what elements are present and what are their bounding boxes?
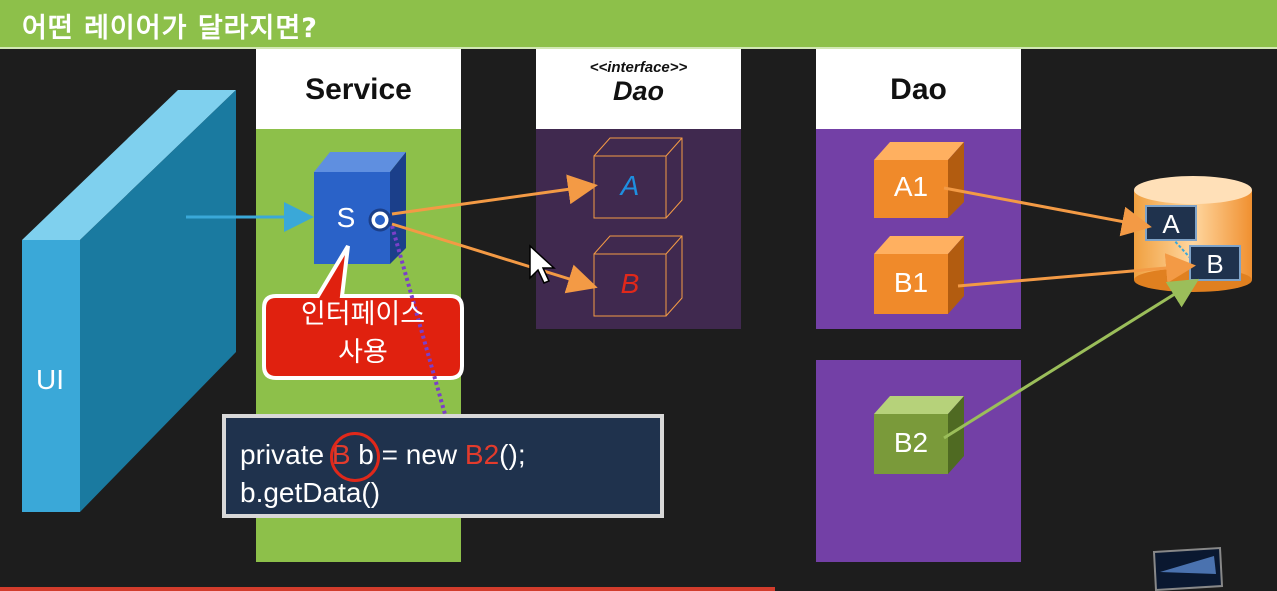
service-to-b-arrow: [391, 222, 598, 294]
dao-b2-cube: [874, 396, 964, 474]
title-bar: 어떤 레이어가 달라지면?: [0, 0, 1277, 49]
a1-to-db-arrow: [943, 186, 1152, 237]
dao-header: Dao: [816, 49, 1021, 129]
dao-b1-cube: [874, 236, 964, 314]
dao-b2-label: B2: [893, 427, 929, 458]
interface-b-label: B: [620, 268, 640, 299]
dao-a1-label: A1: [893, 171, 929, 202]
code-line-2: b.getData(): [240, 477, 381, 508]
service-to-a-arrow: [391, 174, 598, 216]
service-header: Service: [256, 49, 461, 129]
code-keyword-private: private: [240, 439, 332, 470]
slide-title: 어떤 레이어가 달라지면?: [22, 13, 318, 44]
code-line-1: private B b = new B2();: [240, 436, 660, 474]
dao-header-label: Dao: [890, 73, 947, 106]
db-table-a-label: A: [1162, 209, 1180, 239]
dao-a1-cube: [874, 142, 964, 218]
code-class-b2: B2: [464, 439, 500, 470]
db-table-b-label: B: [1206, 249, 1224, 279]
ui-label: UI: [36, 364, 64, 395]
b1-to-db-arrow: [957, 253, 1196, 288]
interface-dao-panel: [536, 129, 741, 329]
service-header-label: Service: [305, 73, 412, 106]
b2-to-db-arrow: [943, 278, 1200, 440]
callout-line-2: 사용: [338, 337, 388, 368]
code-suffix: ();: [499, 439, 526, 470]
interface-dao-header: <<interface>> Dao: [536, 49, 741, 129]
service-cube: [314, 152, 406, 264]
dao-b1-label: B1: [893, 267, 929, 298]
interface-dao-label: Dao: [612, 76, 664, 106]
interface-stereotype-label: <<interface>>: [589, 59, 688, 76]
mouse-cursor-icon: [529, 244, 556, 284]
service-box-label: S: [336, 202, 356, 233]
interface-a-cube: [593, 137, 683, 219]
callout-text: 인터페이스 사용: [264, 296, 462, 372]
db-table-a: [1145, 205, 1197, 241]
code-snippet-box: private B b = new B2(); b.getData(): [222, 414, 664, 518]
interface-a-label: A: [620, 170, 640, 201]
callout-bubble: [262, 244, 464, 380]
device-thumbnail-icon: [1152, 546, 1224, 591]
highlight-circle: [330, 432, 380, 482]
callout-line-1: 인터페이스: [300, 299, 426, 330]
ui-layer-shape: [22, 90, 236, 512]
progress-bar: [0, 587, 775, 591]
interface-b-cube: [593, 235, 683, 317]
